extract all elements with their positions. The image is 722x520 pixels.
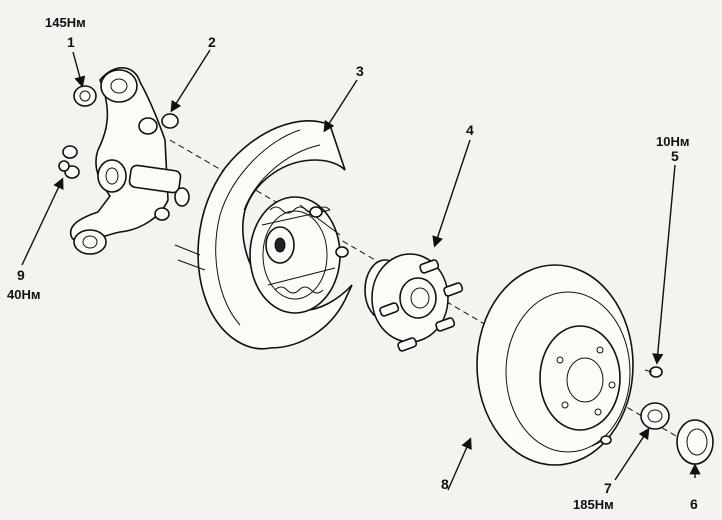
leader-lines	[21, 49, 701, 491]
callout-number-9: 9	[17, 267, 25, 283]
hub-bearing-icon	[364, 253, 464, 352]
callout-number-2: 2	[208, 34, 216, 50]
torque-label-1: 145Нм	[45, 15, 86, 30]
torque-label-7: 185Нм	[573, 497, 614, 512]
callout-number-7: 7	[604, 480, 612, 496]
spindle-nut-icon	[640, 402, 670, 430]
callout-number-3: 3	[356, 63, 364, 79]
bolt-icon	[591, 435, 612, 447]
torque-label-9: 40Нм	[7, 287, 41, 302]
brake-backing-plate-icon	[174, 120, 353, 350]
torque-label-5: 10Нм	[656, 134, 690, 149]
cap-icon	[676, 419, 714, 465]
screw-icon	[644, 366, 663, 378]
brake-disc-icon	[476, 264, 634, 466]
nut-icon	[73, 85, 97, 107]
knuckle-icon	[69, 67, 190, 255]
callout-number-8: 8	[441, 476, 449, 492]
callout-number-6: 6	[690, 496, 698, 512]
callout-number-4: 4	[466, 122, 474, 138]
bolt-icon	[58, 145, 80, 179]
callout-number-5: 5	[671, 148, 679, 164]
callout-number-1: 1	[67, 34, 75, 50]
